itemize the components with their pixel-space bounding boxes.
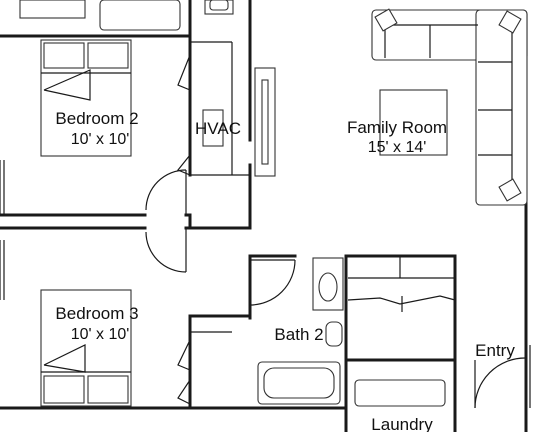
bath-2-label: Bath 2 — [274, 325, 323, 344]
bedroom-3-name: Bedroom 3 — [55, 304, 138, 323]
family-room-size: 15' x 14' — [368, 139, 427, 156]
bed-bedroom-3 — [40, 289, 132, 407]
bedroom-2-size: 10' x 10' — [71, 131, 130, 148]
bath-fixtures — [257, 257, 344, 405]
doors — [145, 169, 531, 409]
fireplace — [254, 67, 276, 177]
entry-label: Entry — [475, 341, 515, 360]
top-fixtures — [19, 0, 234, 31]
sectional-sofa — [371, 8, 528, 206]
bed-bedroom-2 — [40, 39, 132, 157]
bedroom-3-closet — [177, 331, 232, 405]
laundry-label: Laundry — [371, 415, 433, 432]
coffee-table — [379, 89, 448, 156]
bedroom-2-name: Bedroom 2 — [55, 109, 138, 128]
hvac-label: HVAC — [195, 119, 241, 138]
counters — [347, 256, 456, 407]
family-room-name: Family Room — [347, 118, 447, 137]
bedroom-3-size: 10' x 10' — [71, 326, 130, 343]
hvac-closet — [177, 41, 250, 176]
